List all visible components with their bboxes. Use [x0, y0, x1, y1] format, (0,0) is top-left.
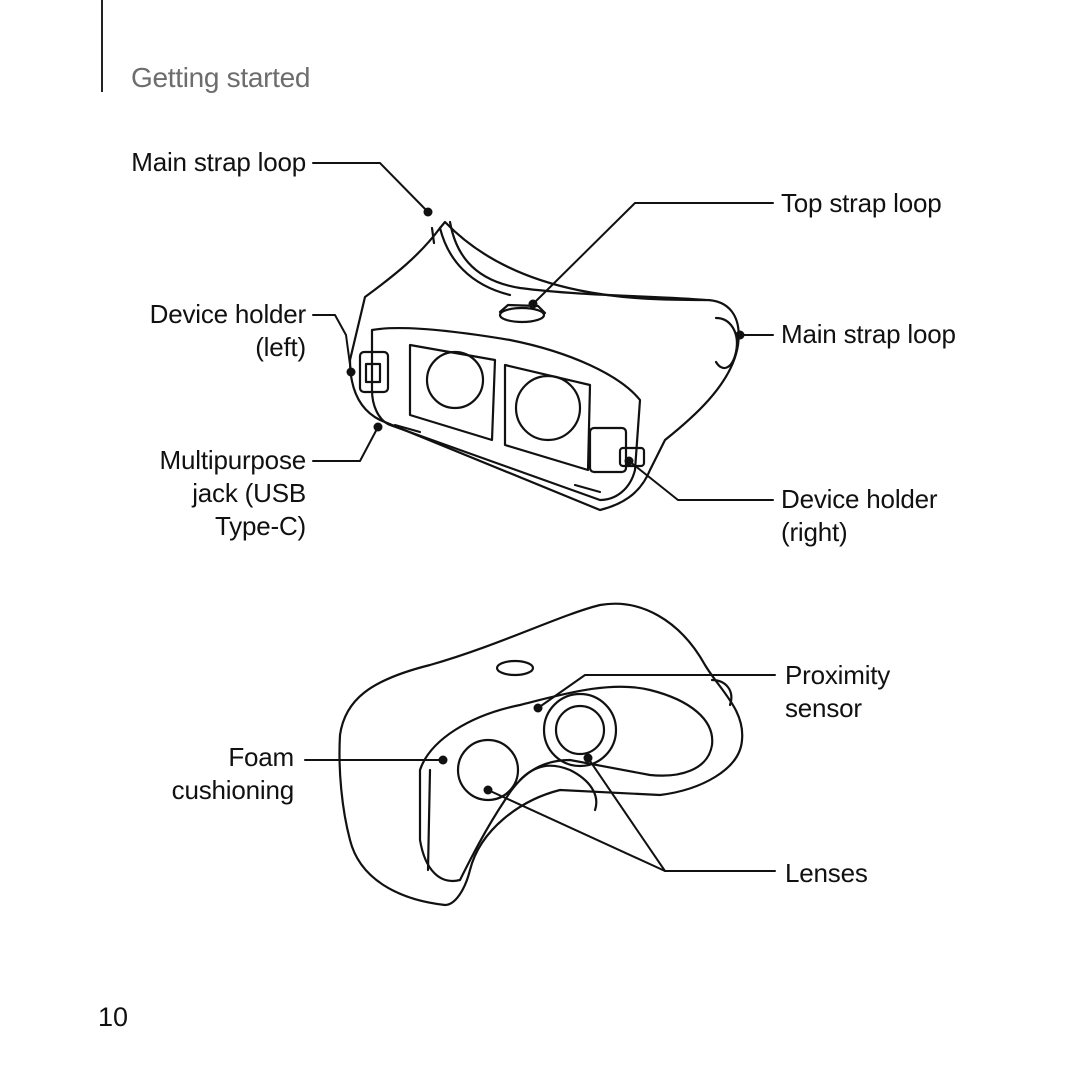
label-lenses: Lenses	[785, 858, 868, 888]
page-number: 10	[98, 1002, 129, 1032]
label-main-strap-loop-right: Main strap loop	[781, 319, 956, 349]
callout-lines	[304, 162, 776, 872]
label-foam-cushioning-line2: cushioning	[171, 775, 295, 805]
label-device-holder-right-line1: Device holder	[781, 484, 938, 514]
label-foam-cushioning-line1: Foam	[228, 742, 294, 772]
label-proximity-sensor-line2: sensor	[785, 693, 862, 723]
label-proximity-sensor: Proximity sensor	[785, 659, 890, 725]
label-multipurpose-jack-line3: Type-C)	[214, 511, 306, 541]
header-rule	[101, 0, 103, 92]
label-multipurpose-jack-line1: Multipurpose	[159, 445, 307, 475]
section-title: Getting started	[131, 62, 311, 93]
label-top-strap-loop: Top strap loop	[781, 188, 942, 218]
label-device-holder-right: Device holder (right)	[781, 483, 938, 549]
label-main-strap-loop-left: Main strap loop	[131, 147, 306, 177]
label-device-holder-left: Device holder (left)	[149, 298, 307, 364]
label-foam-cushioning: Foam cushioning	[171, 741, 295, 807]
headset-rear-view	[338, 602, 744, 907]
label-device-holder-left-line2: (left)	[255, 332, 306, 362]
label-multipurpose-jack-line2: jack (USB	[192, 478, 306, 508]
label-proximity-sensor-line1: Proximity	[785, 660, 891, 690]
label-device-holder-left-line1: Device holder	[149, 299, 307, 329]
headset-front-view	[348, 220, 740, 512]
label-multipurpose-jack: Multipurpose jack (USB Type-C)	[159, 444, 307, 543]
label-device-holder-right-line2: (right)	[781, 517, 848, 547]
callout-dots	[346, 207, 745, 795]
